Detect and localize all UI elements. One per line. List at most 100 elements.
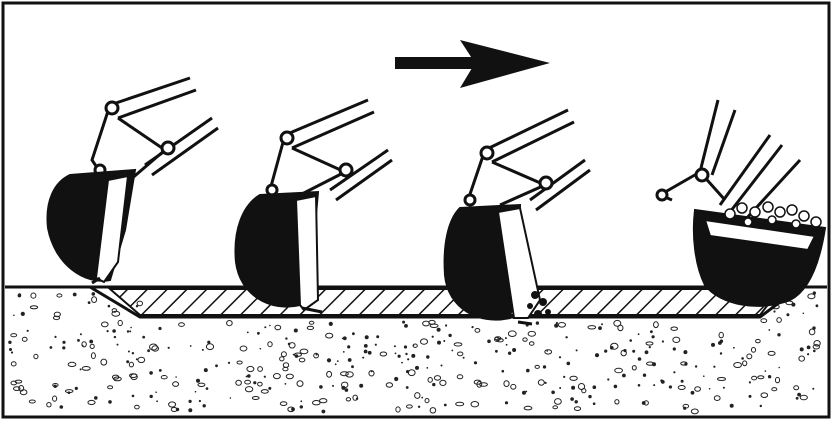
gravel-speck [247,374,251,378]
gravel-speck [308,320,315,325]
gravel-speck [87,301,91,304]
gravel-speck [535,321,540,325]
gravel-speck [385,382,394,388]
gravel-speck [503,380,510,388]
gravel-speck [201,348,204,351]
gravel-speck [713,365,716,368]
gravel-speck [149,343,158,351]
gravel-speck [453,342,463,347]
gravel-speck [542,365,547,369]
gravel-speck [733,362,742,368]
gravel-speck [404,324,408,328]
gravel-speck [588,394,592,399]
gravel-speck [650,330,653,334]
gravel-speck [440,364,443,367]
gravel-speck [395,406,401,413]
gravel-speck [653,384,656,387]
gravel-speck [631,365,637,371]
gravel-speck [672,347,676,351]
gravel-speck [526,368,530,373]
gravel-speck [746,353,753,360]
gravel-speck [573,406,582,412]
gravel-speck [394,376,399,382]
excavator-arm-1 [90,76,219,182]
gravel-speck [795,396,799,400]
gravel-speck [470,401,480,408]
gravel-speck [622,373,626,378]
gravel-speck [487,339,491,344]
gravel-speck [417,405,421,408]
gravel-speck [424,398,430,404]
gravel-speck [282,362,290,369]
gravel-speck [151,345,159,352]
gravel-speck [473,361,478,365]
gravel-speck [158,326,162,331]
gravel-speck [158,369,162,372]
bucket-stage-3 [443,108,591,326]
gravel-speck [319,398,328,404]
gravel-speck [127,350,130,353]
gravel-ground [5,289,827,415]
gravel-speck [694,386,701,392]
gravel-speck [13,314,15,317]
gravel-speck [130,326,132,329]
gravel-speck [137,356,146,364]
gravel-speck [401,361,403,364]
gravel-speck [284,383,287,385]
gravel-speck [510,383,517,390]
gravel-speck [246,365,255,373]
gravel-speck [77,339,80,342]
gravel-speck [251,396,260,400]
gravel-speck [729,403,734,408]
gravel-speck [569,375,578,381]
gravel-speck [298,357,306,363]
gravel-speck [690,408,699,415]
gravel-speck [72,292,77,297]
gravel-speck [178,322,185,327]
gravel-speck [129,373,138,379]
gravel-speck [312,400,321,406]
gravel-speck [111,308,118,313]
gravel-speck [677,385,686,390]
gravel-speck [601,323,603,326]
gravel-speck [767,350,776,356]
gravel-speck [131,394,135,398]
gravel-speck [90,352,96,360]
gravel-speck [523,405,533,411]
gravel-speck [288,342,296,349]
gravel-speck [629,339,632,342]
gravel-speck [426,355,430,359]
gravel-speck [107,385,114,390]
gravel-speck [405,352,408,356]
gravel-speck [432,382,436,387]
gravel-speck [565,336,568,339]
gravel-speck [8,340,12,344]
gravel-speck [587,325,597,330]
gravel-speck [412,343,418,348]
gravel-speck [128,361,134,368]
gravel-speck [558,356,562,359]
gravel-speck [760,392,769,399]
gravel-speck [113,335,117,339]
gravel-speck [646,361,655,366]
gravel-speck [198,399,201,403]
gravel-speck [544,381,547,384]
gravel-speck [30,292,37,299]
gravel-speck [91,292,96,296]
gravel-speck [798,355,806,362]
gravel-speck [694,365,698,368]
gravel-speck [415,365,419,370]
gravel-speck [229,397,232,399]
gravel-speck [799,394,808,401]
gravel-speck [617,324,624,332]
gravel-speck [429,407,437,414]
gravel-speck [813,349,816,353]
gravel-speck [269,324,271,327]
gravel-speck [188,408,193,413]
gravel-speck [807,293,816,300]
gravel-speck [279,356,285,362]
gravel-speck [546,350,549,352]
gravel-speck [347,358,352,362]
gravel-speck [574,400,578,404]
